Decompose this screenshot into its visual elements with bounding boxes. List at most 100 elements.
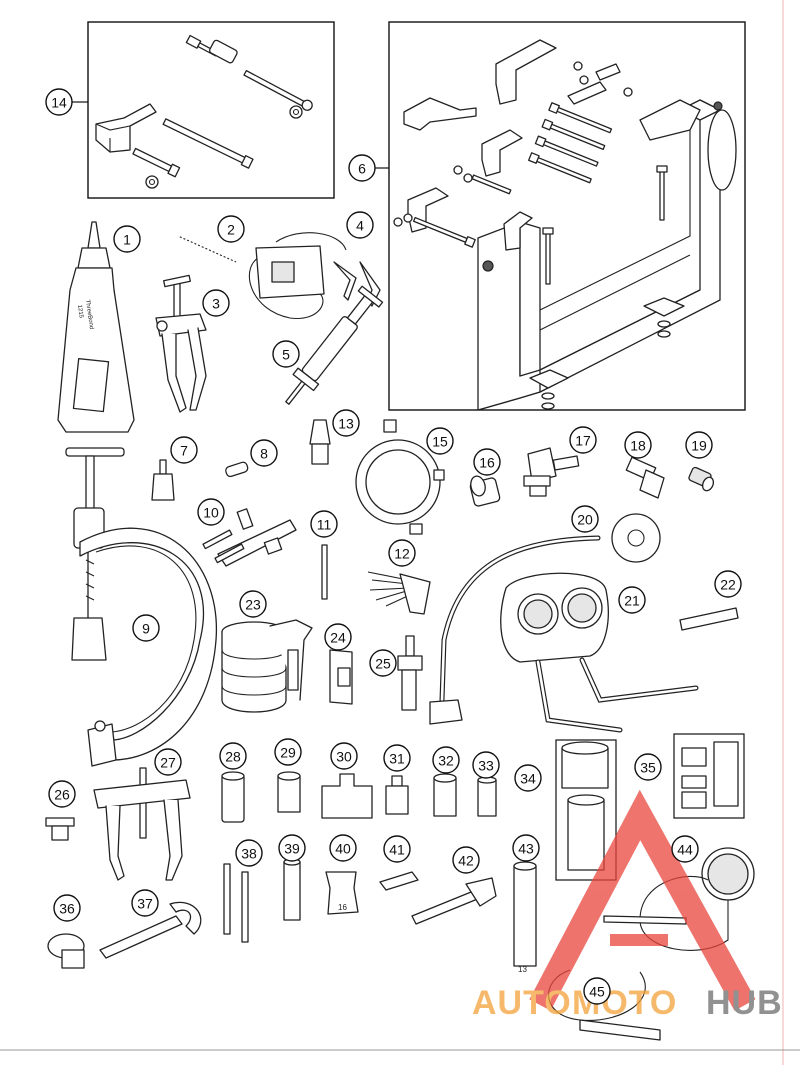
tool-22-strip — [679, 607, 739, 631]
callout-44: 44 — [671, 835, 699, 863]
callout-number-14: 14 — [51, 95, 67, 111]
tool-44-compression-gauge — [603, 847, 755, 951]
callout-circle-10 — [197, 498, 225, 526]
callout-24: 24 — [324, 623, 352, 651]
callout-number-40: 40 — [335, 841, 351, 857]
callout-34: 34 — [514, 764, 542, 792]
callout-circle-2 — [217, 215, 245, 243]
callout-number-17: 17 — [575, 433, 591, 449]
sealant-code-text: 1215 — [76, 304, 84, 319]
callout-number-24: 24 — [330, 630, 346, 646]
callout-2: 2 — [217, 215, 245, 243]
callout-23: 23 — [239, 590, 267, 618]
tool-5-syringe — [285, 285, 384, 405]
callout-circle-42 — [452, 846, 480, 874]
callout-circle-28 — [219, 742, 247, 770]
callout-circle-7 — [170, 436, 198, 464]
callout-circle-38 — [235, 839, 263, 867]
callout-35: 35 — [634, 753, 662, 781]
callout-number-38: 38 — [241, 846, 257, 862]
callout-29: 29 — [274, 738, 302, 766]
callout-number-34: 34 — [520, 771, 536, 787]
callout-number-43: 43 — [518, 841, 534, 857]
callout-13: 13 — [332, 409, 360, 437]
callout-circle-16 — [473, 448, 501, 476]
callout-number-39: 39 — [284, 841, 300, 857]
tool-26-cap — [45, 817, 75, 841]
callout-circle-1 — [113, 225, 141, 253]
callout-circle-34 — [514, 764, 542, 792]
callout-circle-35 — [634, 753, 662, 781]
callout-circle-4 — [346, 211, 374, 239]
callout-33: 33 — [472, 751, 500, 779]
tool-36-adapter — [47, 933, 85, 969]
callout-circle-8 — [250, 439, 278, 467]
callout-25: 25 — [369, 649, 397, 677]
callout-41: 41 — [383, 835, 411, 863]
callout-number-41: 41 — [389, 842, 405, 858]
callout-7: 7 — [170, 436, 198, 464]
callout-number-11: 11 — [317, 517, 332, 533]
callout-number-12: 12 — [394, 546, 410, 562]
callout-16: 16 — [473, 448, 501, 476]
callout-42: 42 — [452, 846, 480, 874]
tool-42-pin-spanner — [411, 877, 497, 925]
callout-30: 30 — [330, 742, 358, 770]
callout-circle-22 — [714, 570, 742, 598]
tool-19-screw — [688, 466, 715, 492]
callout-number-7: 7 — [180, 443, 188, 459]
tool-39-sleeve — [283, 858, 301, 921]
callout-4: 4 — [346, 211, 374, 239]
callout-12: 12 — [388, 539, 416, 567]
callout-number-29: 29 — [280, 745, 296, 761]
callout-number-45: 45 — [589, 984, 605, 1000]
callout-number-42: 42 — [458, 853, 474, 869]
callout-number-4: 4 — [356, 218, 364, 234]
tool-1-sealant-tube: ThreeBond 1215 — [57, 221, 135, 433]
callout-number-15: 15 — [432, 434, 448, 450]
tool-group-6 — [388, 21, 746, 411]
callout-number-31: 31 — [389, 751, 405, 767]
callout-number-44: 44 — [677, 842, 693, 858]
callout-19: 19 — [685, 431, 713, 459]
tool-43-long-socket: 13 — [513, 861, 537, 974]
callout-36: 36 — [53, 894, 81, 922]
callout-circle-31 — [383, 744, 411, 772]
callout-circle-45 — [583, 977, 611, 1005]
callout-number-32: 32 — [438, 753, 454, 769]
callout-5: 5 — [272, 340, 300, 368]
tool-40-socket: 16 — [325, 871, 359, 915]
callout-number-33: 33 — [478, 758, 494, 774]
watermark-auto-text: AUTO — [472, 984, 572, 1022]
callout-number-1: 1 — [123, 232, 131, 248]
callout-39: 39 — [278, 834, 306, 862]
callout-number-28: 28 — [225, 749, 241, 765]
tool-35-insert-set — [673, 733, 745, 819]
callout-40: 40 — [329, 834, 357, 862]
callout-circle-40 — [329, 834, 357, 862]
tool-group-14 — [87, 21, 335, 199]
callout-37: 37 — [131, 889, 159, 917]
callout-circle-25 — [369, 649, 397, 677]
callout-circle-30 — [330, 742, 358, 770]
callout-15: 15 — [426, 427, 454, 455]
callout-circle-19 — [685, 431, 713, 459]
tool-8-pin — [225, 461, 249, 478]
callout-number-13: 13 — [338, 416, 354, 432]
callout-22: 22 — [714, 570, 742, 598]
callout-number-23: 23 — [245, 597, 261, 613]
callout-circle-13 — [332, 409, 360, 437]
callout-circle-9 — [132, 614, 160, 642]
tool-30-sleeve — [321, 773, 373, 819]
tool-33-sleeve — [477, 776, 497, 817]
callout-6: 6 — [348, 154, 389, 182]
tool-4-maintenance-tester — [249, 232, 381, 319]
callout-38: 38 — [235, 839, 263, 867]
tool-3-small-puller — [155, 274, 207, 413]
callout-circle-33 — [472, 751, 500, 779]
callout-circle-3 — [202, 289, 230, 317]
tool-12-feeler-gauge — [367, 571, 431, 615]
callout-circle-11 — [310, 510, 338, 538]
callout-31: 31 — [383, 744, 411, 772]
